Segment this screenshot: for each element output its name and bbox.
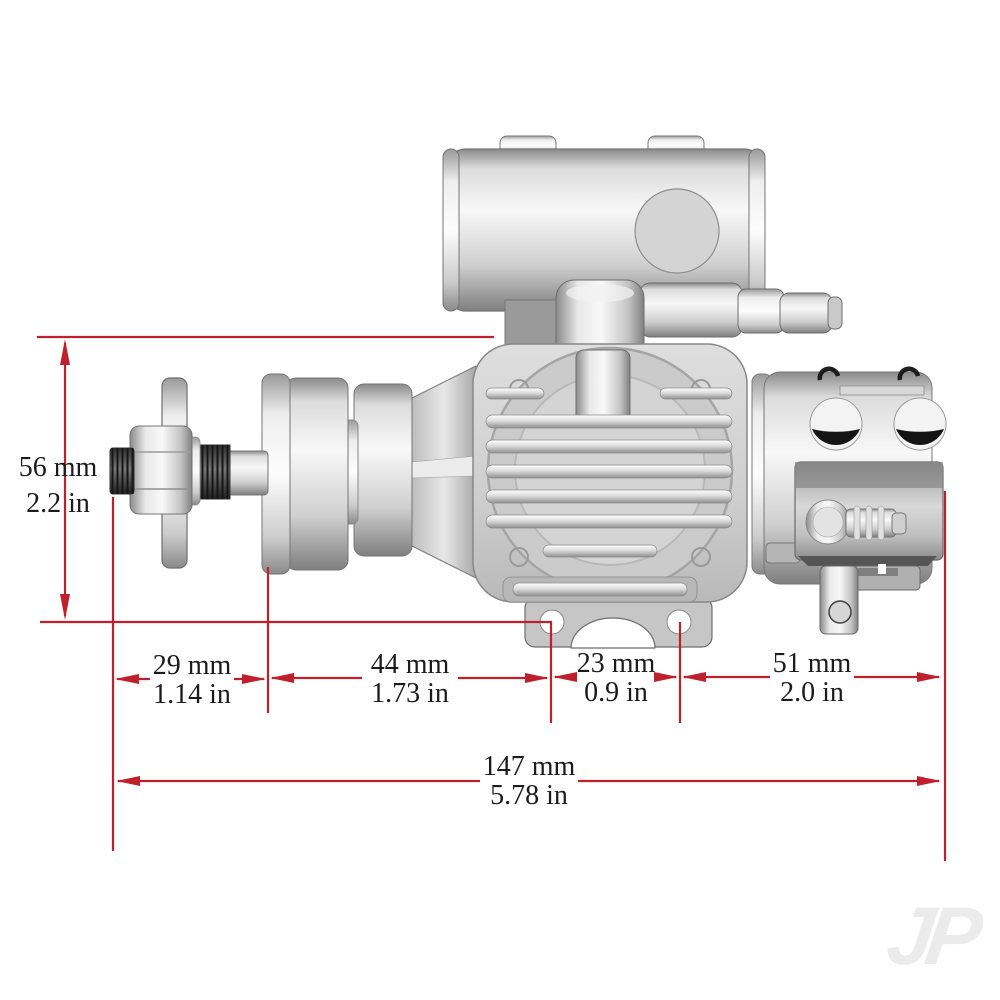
- dim-29-in-label: 1.14 in: [153, 679, 231, 710]
- dim-prop-shaft: 29 mm 1.14 in: [115, 650, 266, 710]
- fuel-inlet-face: [812, 506, 844, 538]
- dim-mount-to-rear: 51 mm 2.0 in: [682, 648, 941, 708]
- dim-44-mm-label: 44 mm: [371, 649, 450, 680]
- knob-shadow-crescent: [896, 429, 944, 445]
- drive-hub-rear: [353, 383, 413, 557]
- shaft-tip-thread-texture: [110, 448, 134, 494]
- dim-overall-length: 147 mm 5.78 in: [116, 751, 941, 811]
- header-pipe-step: [737, 288, 785, 334]
- dim-147-mm-label: 147 mm: [483, 751, 576, 782]
- prop-nut: [129, 425, 193, 515]
- mounting-lug: [524, 597, 713, 649]
- arrow-up-icon: [60, 339, 70, 365]
- arrow-right-icon: [654, 672, 678, 682]
- arrow-down-icon: [60, 594, 70, 620]
- cooling-fin: [485, 464, 733, 479]
- dim-23-in-label: 0.9 in: [584, 677, 648, 708]
- arrow-left-icon: [116, 776, 140, 786]
- dim-147-in-label: 5.78 in: [490, 780, 568, 811]
- carburetor: [794, 461, 944, 635]
- throttle-barrel-hole: [828, 600, 852, 624]
- dim-44-in-label: 1.73 in: [371, 678, 449, 709]
- cooling-fin: [485, 439, 733, 454]
- dim-height-mm-label: 56 mm: [19, 452, 98, 483]
- needle-valve-rod: [839, 385, 925, 396]
- arrow-right-icon: [917, 672, 941, 682]
- jp-watermark-logo: JP: [881, 891, 981, 982]
- muffler: [442, 135, 766, 312]
- cooling-fin: [485, 489, 733, 504]
- prop-shaft-smooth: [225, 450, 269, 496]
- fuel-nipple-barb: [877, 505, 885, 541]
- header-pipe: [639, 282, 743, 338]
- muffler-end-cap: [748, 148, 766, 312]
- fuel-nipple-barb: [865, 505, 873, 541]
- cooling-fin: [485, 387, 545, 400]
- cooling-fin: [512, 582, 688, 597]
- muffler-end-cap: [442, 148, 460, 312]
- throttle-barrel: [819, 565, 859, 635]
- needle-valve-hook: [817, 366, 841, 381]
- bottom-reference-line: [40, 620, 553, 723]
- fuel-nipple-tip: [891, 512, 907, 535]
- cooling-fin: [542, 544, 658, 558]
- mounting-lug-arch: [570, 617, 656, 649]
- dim-51-in-label: 2.0 in: [780, 677, 844, 708]
- elbow-highlight: [566, 284, 634, 302]
- cooling-fin: [485, 514, 733, 529]
- arrow-left-icon: [682, 672, 706, 682]
- cooling-fin: [659, 387, 733, 400]
- dim-23-mm-label: 23 mm: [577, 648, 656, 679]
- dim-mount-span: 23 mm 0.9 in: [553, 648, 678, 708]
- muffler-support: [504, 299, 564, 347]
- arrow-right-icon: [917, 776, 941, 786]
- dimension-annotations: 56 mm 2.2 in 29 mm 1.14 in 44 mm 1.73 in: [19, 335, 947, 861]
- crankcase-finned-plate: [472, 343, 748, 603]
- arrow-left-icon: [270, 673, 294, 683]
- needle-valve-hook: [897, 366, 921, 381]
- cooling-fin: [485, 414, 733, 429]
- spark-plug-neck: [575, 349, 631, 423]
- plate-screw-mark: [509, 547, 529, 567]
- dim-hub-to-mount: 44 mm 1.73 in: [270, 649, 549, 709]
- needle-valves: [809, 366, 947, 451]
- dim-height-in-label: 2.2 in: [26, 488, 90, 519]
- dim-51-mm-label: 51 mm: [773, 648, 852, 679]
- arrow-left-icon: [553, 672, 577, 682]
- header-pipe-end: [827, 296, 843, 330]
- dim-overall-height: 56 mm 2.2 in: [19, 339, 98, 620]
- header-pipe-tip: [779, 292, 833, 334]
- arrow-right-icon: [242, 674, 266, 684]
- carburetor-bevel: [798, 556, 937, 566]
- arrow-left-icon: [115, 674, 139, 684]
- carburetor-shadow-band: [795, 462, 943, 488]
- plate-screw-mark: [691, 547, 711, 567]
- engine-illustration: [109, 135, 947, 649]
- arrow-right-icon: [525, 673, 549, 683]
- dim-29-mm-label: 29 mm: [153, 650, 232, 681]
- fuel-nipple-barb: [853, 505, 861, 541]
- drive-hub: [285, 377, 349, 571]
- throttle-bracket-notch: [878, 564, 886, 574]
- muffler-face-cap: [634, 188, 720, 274]
- knob-shadow-crescent: [812, 429, 860, 445]
- prop-shaft-assembly: [109, 365, 477, 579]
